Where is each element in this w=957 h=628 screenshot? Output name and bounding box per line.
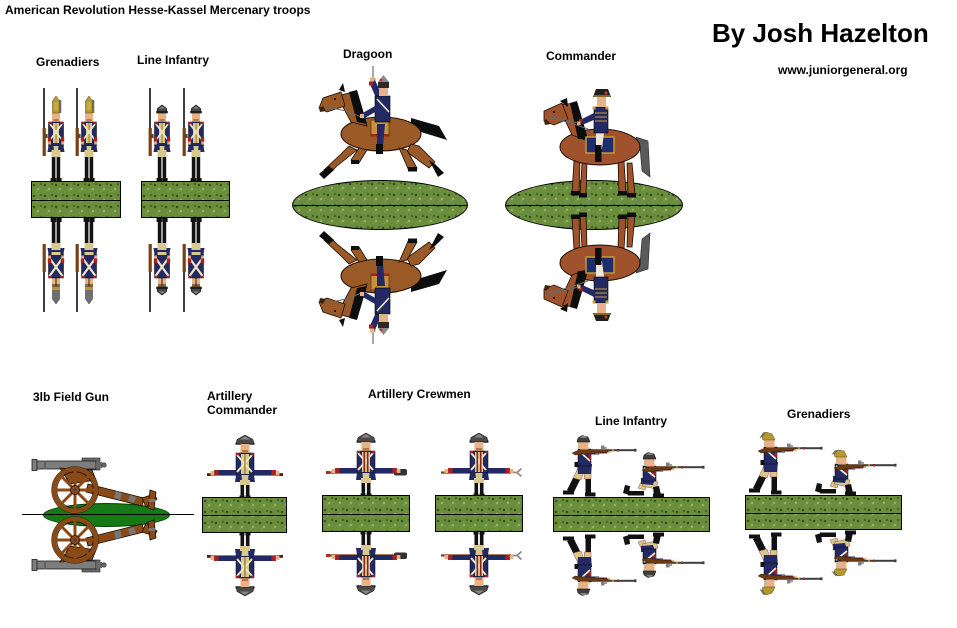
figure-base (435, 495, 523, 532)
figure-base (553, 497, 710, 532)
field-gun-figure-reflected (30, 515, 165, 576)
field-gun-label: 3lb Field Gun (33, 390, 110, 404)
figure-base (322, 495, 410, 532)
line-infantry-back-figure-reflected (180, 218, 210, 312)
line-infantry-back-figure-reflected (146, 218, 176, 312)
sheet-title: American Revolution Hesse-Kassel Mercena… (5, 3, 311, 17)
dragoon-figure-reflected (318, 230, 448, 345)
line-infantry-standing-figure (180, 88, 210, 182)
artillery-commander-label: Artillery Commander (207, 389, 278, 417)
commander-figure-reflected (543, 211, 651, 322)
artillery-commander-figure (205, 432, 285, 498)
artillery-commander-figure-reflected (205, 533, 285, 599)
artillery-crewman-rammer-reflected (322, 532, 410, 598)
line-infantry-firing-label: Line Infantry (595, 414, 668, 428)
dragoon-label: Dragoon (343, 47, 393, 61)
artillery-crewman-rammer-figure (322, 430, 410, 496)
artillery-crewman-worm-reflected (435, 532, 523, 598)
line-infantry-label: Line Infantry (137, 53, 210, 67)
grenadier-standing-figure (73, 88, 103, 182)
grenadiers-label: Grenadiers (36, 55, 100, 69)
oval-base (505, 180, 683, 230)
figure-base (745, 495, 902, 530)
author-byline: By Josh Hazelton (712, 18, 929, 48)
fold-line (22, 514, 194, 515)
commander-label: Commander (546, 49, 617, 63)
dragoon-figure (318, 65, 448, 180)
field-gun-figure (30, 454, 165, 515)
artillery-crewmen-label: Artillery Crewmen (368, 387, 471, 401)
grenadier-standing-figure (40, 88, 70, 182)
figure-base (31, 181, 121, 218)
grenadiers-firing-label: Grenadiers (787, 407, 851, 421)
grenadier-firing-kneeling-figure (814, 450, 902, 496)
line-infantry-firing-kneeling-figure (622, 452, 710, 498)
grenadier-back-figure-reflected (73, 218, 103, 312)
grenadier-firing-kneeling-reflected (814, 530, 902, 576)
figure-base (141, 181, 230, 218)
figure-base (202, 497, 287, 533)
line-infantry-standing-figure (146, 88, 176, 182)
grenadier-back-figure-reflected (40, 218, 70, 312)
artillery-crewman-worm-figure (435, 430, 523, 496)
website-url: www.juniorgeneral.org (778, 63, 908, 77)
oval-base (292, 180, 468, 230)
commander-figure (543, 88, 651, 199)
line-infantry-firing-kneeling-reflected (622, 532, 710, 578)
